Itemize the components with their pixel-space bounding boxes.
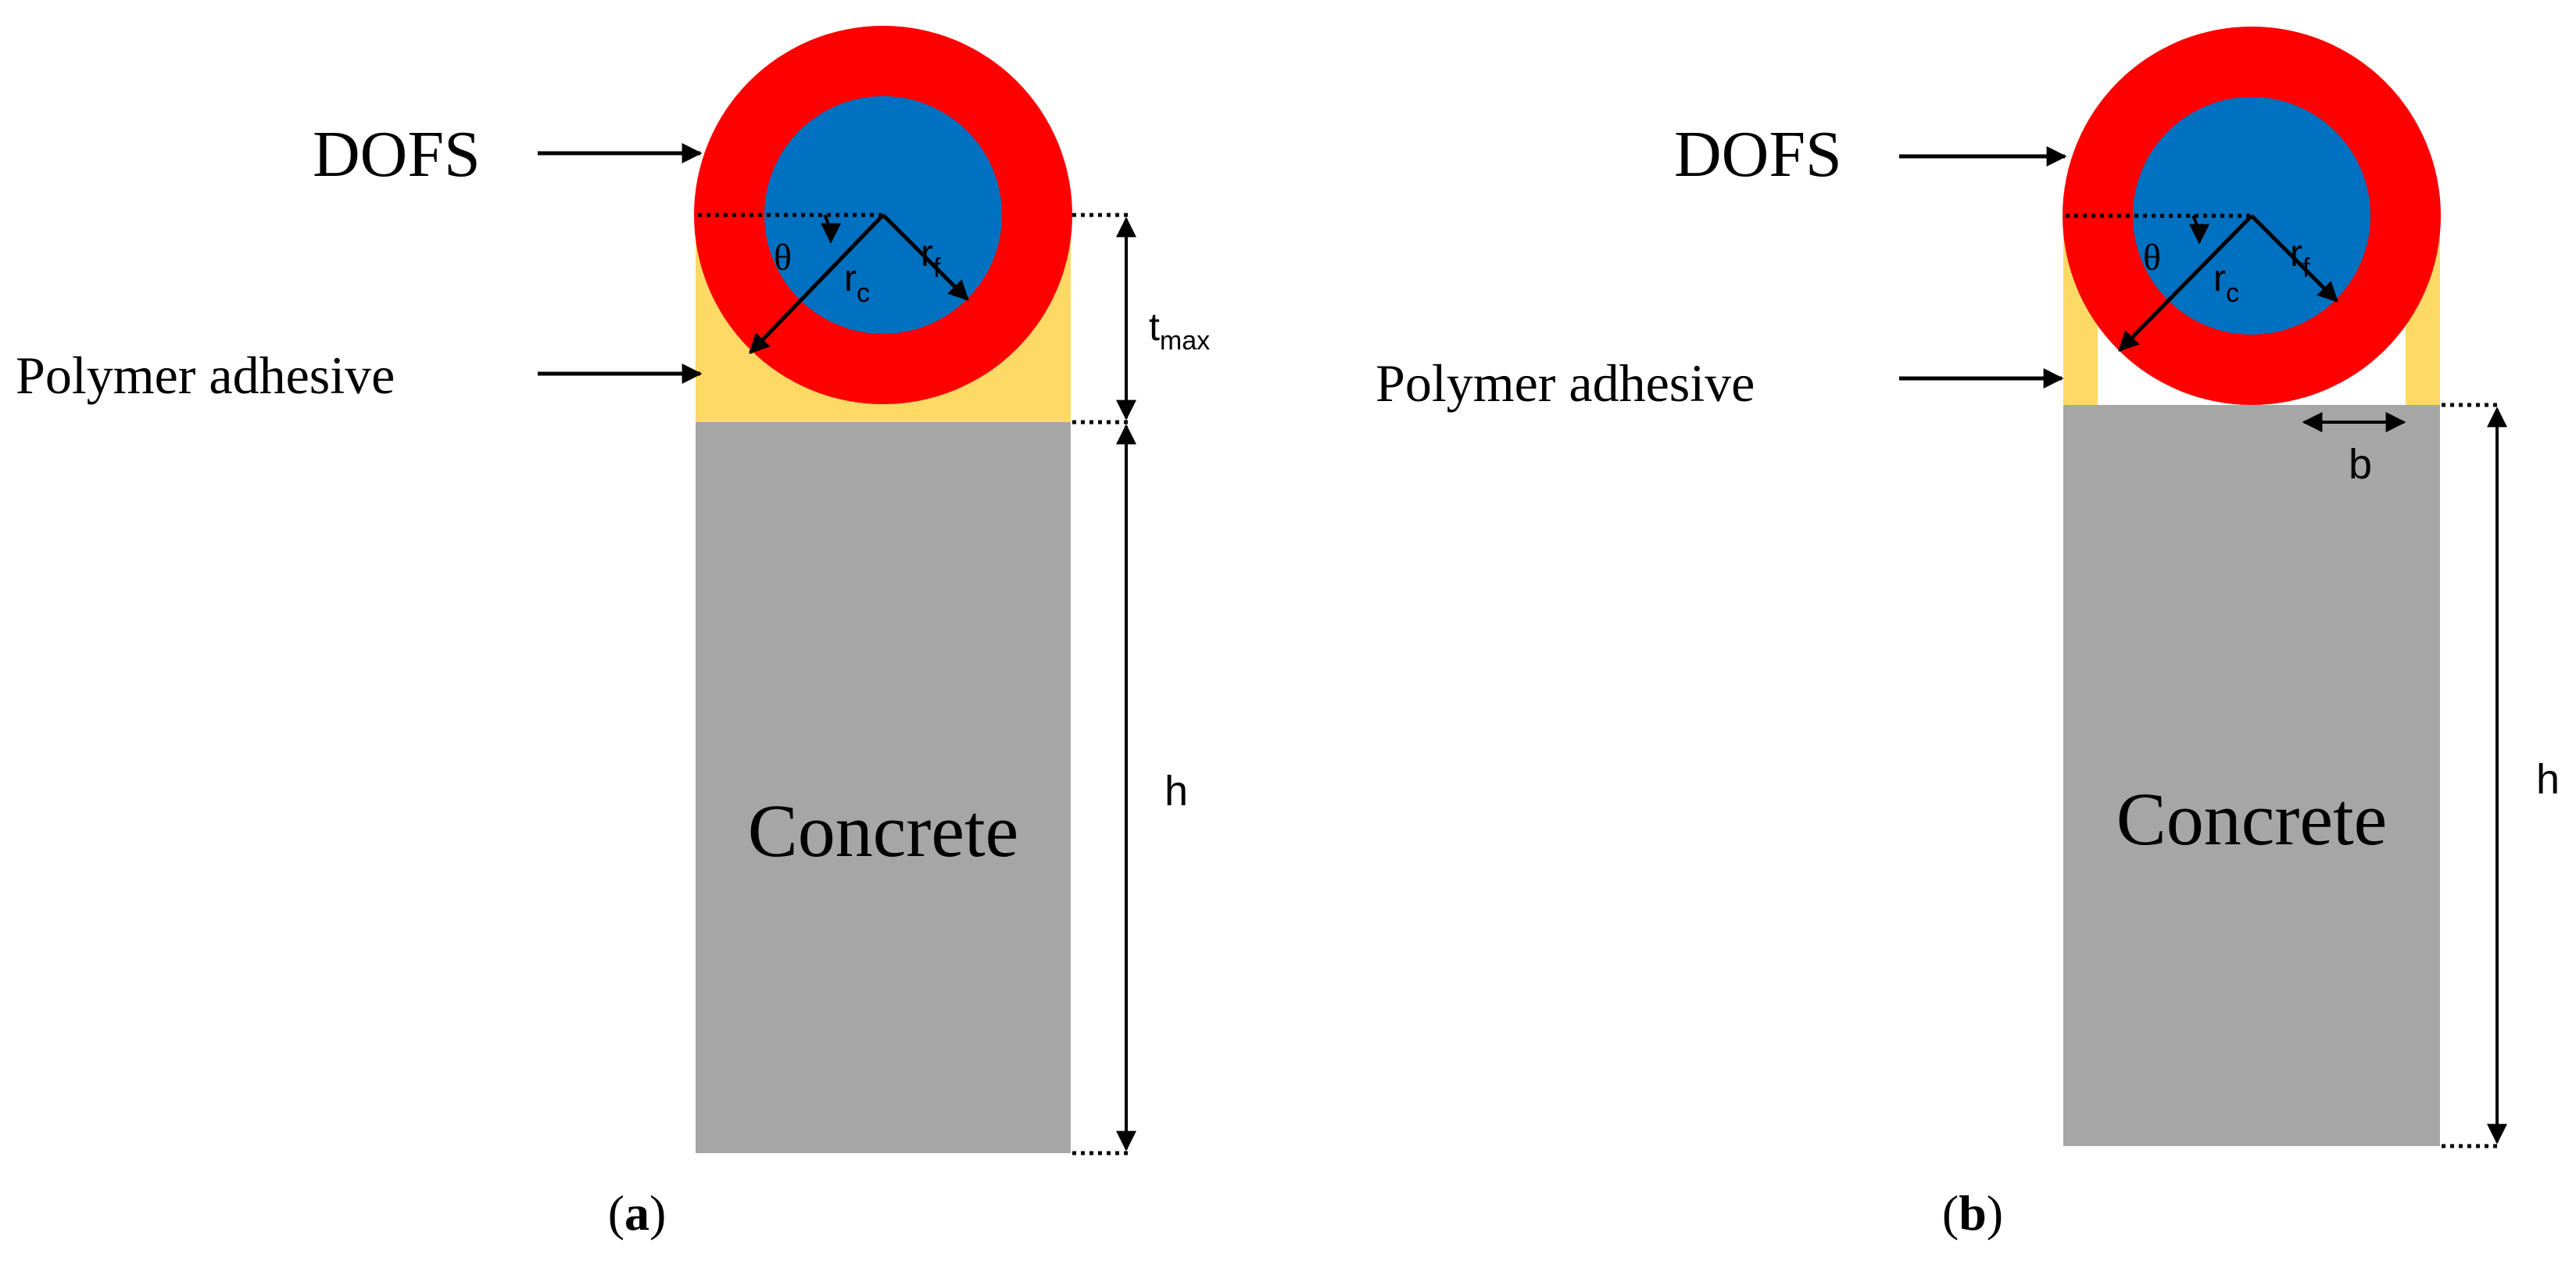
polymer-adhesive-label: Polymer adhesive bbox=[16, 346, 395, 405]
theta-arc bbox=[821, 214, 842, 244]
b-label: b bbox=[2349, 441, 2372, 488]
rc-label: rc bbox=[2213, 258, 2239, 308]
concrete-block bbox=[2063, 405, 2440, 1146]
caption-b: (b) bbox=[1942, 1185, 2003, 1241]
concrete-label: Concrete bbox=[748, 789, 1019, 872]
rf-label: rf bbox=[2290, 233, 2310, 283]
caption-a: (a) bbox=[608, 1185, 667, 1241]
rc-arrow bbox=[2118, 214, 2253, 352]
theta-label: θ bbox=[774, 237, 792, 278]
panel-b: θ rc rf DOFS Polymer adhesive Concrete b… bbox=[1376, 27, 2560, 1241]
rf-label: rf bbox=[921, 233, 941, 283]
theta-label: θ bbox=[2143, 237, 2161, 278]
rf-arrow bbox=[882, 213, 969, 301]
h-label: h bbox=[2536, 756, 2560, 803]
rc-label: rc bbox=[844, 258, 870, 308]
dofs-label: DOFS bbox=[1674, 118, 1842, 191]
theta-arc bbox=[2189, 215, 2210, 245]
tmax-label: tmax bbox=[1149, 305, 1210, 356]
dofs-label: DOFS bbox=[313, 118, 481, 191]
rf-arrow bbox=[2250, 214, 2338, 303]
concrete-block bbox=[696, 422, 1071, 1153]
polymer-adhesive-label: Polymer adhesive bbox=[1376, 353, 1755, 413]
h-label: h bbox=[1165, 768, 1188, 815]
concrete-label: Concrete bbox=[2116, 777, 2388, 861]
panel-a: θ rc rf DOFS Polymer adhesive Concrete t… bbox=[16, 26, 1210, 1241]
rc-arrow bbox=[749, 213, 885, 354]
